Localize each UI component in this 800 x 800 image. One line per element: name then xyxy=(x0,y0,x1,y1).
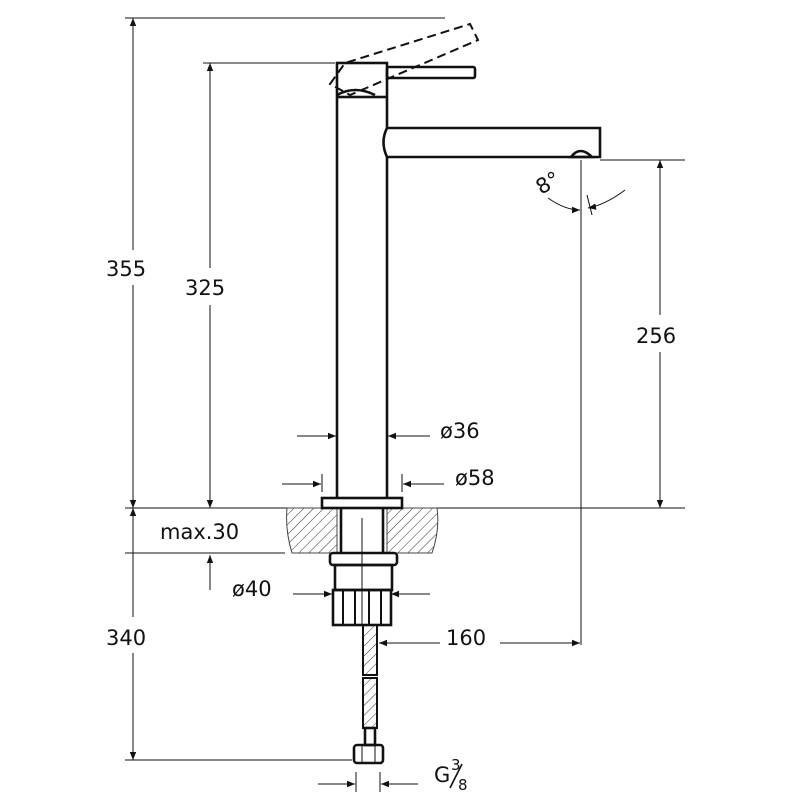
dim-g-numerator: 3 xyxy=(451,756,461,774)
dimension-d36: ø36 xyxy=(297,419,480,443)
dim-160-label: 160 xyxy=(446,626,486,650)
dim-max30-label: max.30 xyxy=(160,520,239,544)
dimension-340: 340 xyxy=(106,508,146,760)
dim-325-label: 325 xyxy=(185,276,225,300)
dim-d58-label: ø58 xyxy=(455,466,495,490)
dim-angle-label: 8° xyxy=(532,167,565,200)
dim-d40-label: ø40 xyxy=(232,577,272,601)
dimension-d58: ø58 xyxy=(282,466,495,492)
dim-d36-label: ø36 xyxy=(440,419,480,443)
countertop xyxy=(286,507,439,554)
dim-g-label: G xyxy=(434,763,450,787)
dimension-g38: G 3 8 xyxy=(318,756,468,794)
dimension-256: 256 xyxy=(636,160,676,508)
faucet-body xyxy=(320,22,602,510)
dimension-355: 355 xyxy=(106,18,146,508)
supply-hose xyxy=(352,624,385,765)
dimension-160: 160 xyxy=(379,626,580,650)
dimension-d40: ø40 xyxy=(232,577,430,601)
dimension-angle: 8° xyxy=(532,167,626,216)
dim-g-denominator: 8 xyxy=(458,776,468,794)
dimension-max30: max.30 xyxy=(160,520,239,590)
dim-340-label: 340 xyxy=(106,626,146,650)
dim-256-label: 256 xyxy=(636,324,676,348)
dim-355-label: 355 xyxy=(106,257,146,281)
dimension-325: 325 xyxy=(185,63,225,508)
